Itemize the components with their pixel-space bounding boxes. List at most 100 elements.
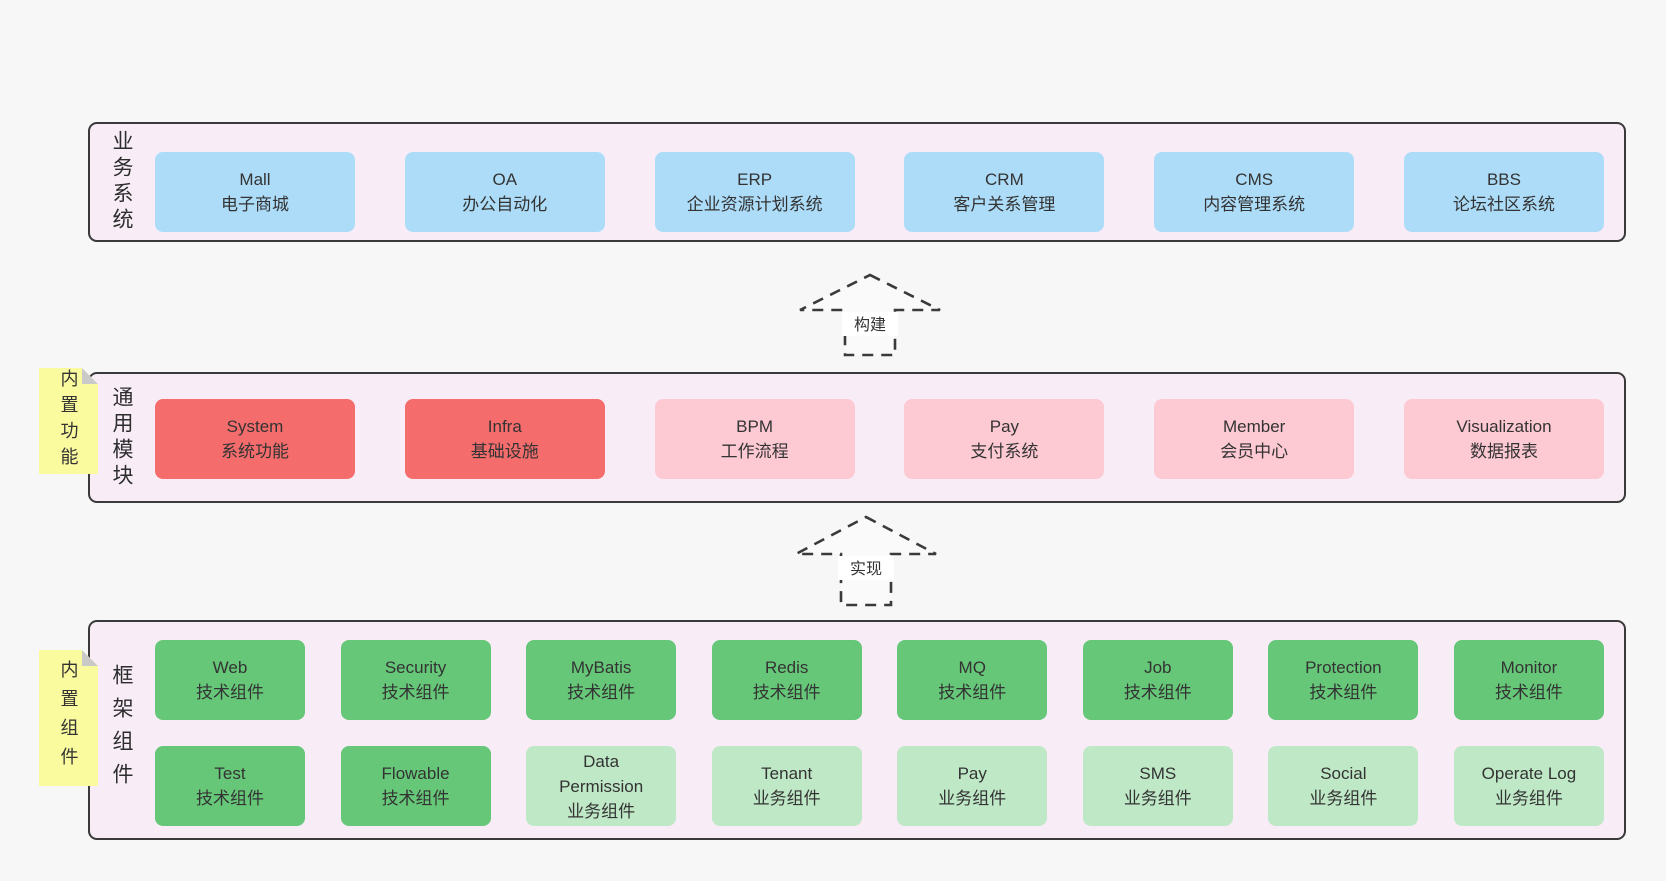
box-web: Web 技术组件 [155,640,305,720]
box-subtitle: 业务组件 [1494,789,1563,808]
box-social: Social 业务组件 [1268,746,1419,826]
implement-arrow-icon: 实现 [795,515,937,607]
framework-row-2: Test 技术组件 Flowable 技术组件 Data Permission … [155,746,1604,826]
box-title: Mall [239,170,271,189]
box-subtitle: 工作流程 [720,442,789,461]
box-title: OA [492,170,518,189]
box-bpm: BPM 工作流程 [654,399,855,479]
build-arrow-label: 构建 [854,316,886,334]
box-title: BPM [736,417,774,436]
box-subtitle: 会员中心 [1220,442,1289,461]
box-title: CRM [985,170,1024,189]
box-crm: CRM 客户关系管理 [904,152,1105,232]
box-redis: Redis 技术组件 [711,640,862,720]
box-monitor: Monitor 技术组件 [1453,640,1604,720]
box-title: ERP [737,170,773,189]
box-title: Data Permission [559,751,644,796]
business-systems-row: Mall 电子商城 OA 办公自动化 ERP 企业资源计划系统 CRM 客户关系… [155,152,1604,232]
box-title: BBS [1486,170,1521,189]
box-title: CMS [1235,170,1274,189]
box-job: Job 技术组件 [1082,640,1233,720]
box-subtitle: 技术组件 [1123,683,1192,702]
box-subtitle: 技术组件 [1494,683,1563,702]
box-subtitle: 业务组件 [1309,789,1378,808]
box-title: Infra [487,417,522,436]
sticky-note-text: 内置功能 [58,369,79,473]
box-title: System [226,417,284,436]
box-data-permission: Data Permission 业务组件 [526,746,677,826]
box-title: Test [214,764,246,783]
box-subtitle: 技术组件 [567,683,636,702]
box-subtitle: 技术组件 [752,683,821,702]
box-pay-module: Pay 支付系统 [904,399,1105,479]
box-title: Monitor [1500,658,1558,677]
box-subtitle: 业务组件 [567,801,636,821]
box-title: Operate Log [1481,764,1577,783]
panel-framework-components: 框架组件 Web 技术组件 Security 技术组件 MyBatis 技术组件… [88,620,1626,840]
box-subtitle: 业务组件 [938,789,1007,808]
box-mq: MQ 技术组件 [897,640,1048,720]
box-subtitle: 企业资源计划系统 [686,195,823,214]
box-subtitle: 业务组件 [752,789,821,808]
common-modules-row: System 系统功能 Infra 基础设施 BPM 工作流程 Pay 支付系统… [155,399,1604,479]
box-subtitle: 技术组件 [196,683,264,702]
box-title: Redis [764,658,809,677]
box-subtitle: 数据报表 [1469,442,1538,461]
box-infra: Infra 基础设施 [404,399,605,479]
box-pay-component: Pay 业务组件 [897,746,1048,826]
box-subtitle: 客户关系管理 [953,195,1056,214]
box-title: Pay [989,417,1020,436]
box-title: Flowable [381,764,450,783]
box-title: Pay [957,764,987,783]
box-cms: CMS 内容管理系统 [1154,152,1355,232]
box-title: Job [1144,658,1172,677]
box-visualization: Visualization 数据报表 [1403,399,1604,479]
box-title: Social [1320,764,1367,783]
box-subtitle: 技术组件 [1309,683,1378,702]
box-title: Member [1223,417,1286,436]
box-subtitle: 技术组件 [196,789,264,808]
box-subtitle: 支付系统 [970,442,1039,461]
box-test: Test 技术组件 [155,746,305,826]
panel-business-systems: 业务系统 Mall 电子商城 OA 办公自动化 ERP 企业资源计划系统 CRM… [88,122,1626,242]
box-subtitle: 业务组件 [1123,789,1192,808]
box-subtitle: 技术组件 [938,683,1007,702]
box-subtitle: 基础设施 [470,442,539,461]
box-title: Tenant [761,764,813,783]
framework-components-label: 框架组件 [110,664,133,796]
box-security: Security 技术组件 [340,640,491,720]
box-subtitle: 系统功能 [221,442,289,461]
sticky-note-built-in-features: 内置功能 [39,368,98,474]
box-flowable: Flowable 技术组件 [340,746,491,826]
box-title: MyBatis [570,658,632,677]
box-subtitle: 论坛社区系统 [1452,195,1555,214]
box-oa: OA 办公自动化 [404,152,605,232]
box-title: Web [212,658,248,677]
sticky-note-text: 内置组件 [58,660,79,776]
sticky-note-built-in-components: 内置组件 [39,650,98,786]
box-protection: Protection 技术组件 [1268,640,1419,720]
box-erp: ERP 企业资源计划系统 [654,152,855,232]
framework-row-1: Web 技术组件 Security 技术组件 MyBatis 技术组件 Redi… [155,640,1604,720]
panel-common-modules: 通用模块 System 系统功能 Infra 基础设施 BPM 工作流程 Pay… [88,372,1626,503]
box-title: SMS [1139,764,1177,783]
box-subtitle: 办公自动化 [462,195,548,214]
box-tenant: Tenant 业务组件 [711,746,862,826]
box-subtitle: 内容管理系统 [1203,195,1306,214]
business-systems-label: 业务系统 [110,130,133,234]
box-subtitle: 技术组件 [381,789,450,808]
box-system: System 系统功能 [155,399,355,479]
box-subtitle: 电子商城 [221,195,289,214]
box-sms: SMS 业务组件 [1082,746,1233,826]
build-arrow-icon: 构建 [799,273,941,357]
implement-arrow-label: 实现 [850,560,882,578]
box-title: Security [384,658,447,677]
box-mybatis: MyBatis 技术组件 [526,640,677,720]
box-title: Visualization [1456,417,1552,436]
common-modules-label: 通用模块 [110,385,133,490]
box-mall: Mall 电子商城 [155,152,355,232]
box-title: Protection [1305,658,1382,677]
box-title: MQ [958,658,986,677]
box-operate-log: Operate Log 业务组件 [1453,746,1604,826]
